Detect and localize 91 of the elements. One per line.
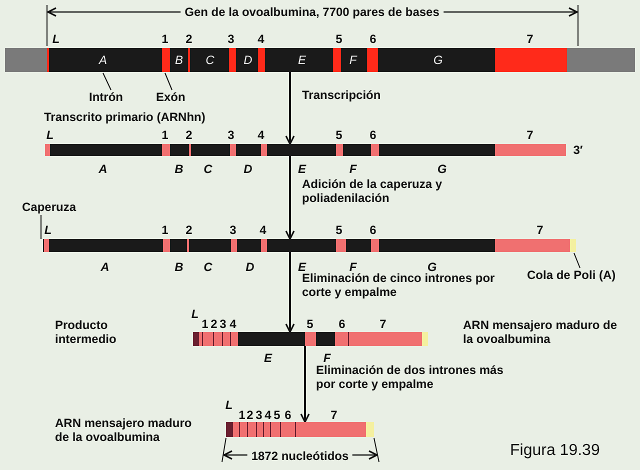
figure-caption: Figura 19.39 [510,442,600,460]
intron-letter: F [349,162,357,176]
exon-number: 3 [228,128,234,142]
leader-label: L [191,307,199,321]
exon-number: 7 [330,408,338,422]
dimension-label: Gen de la ovoalbumina, 7700 pares de bases [180,5,444,19]
gene-bar [5,48,635,72]
rna-bar [43,239,576,252]
exon-number: 1 [162,223,168,237]
exon-number: 7 [380,317,386,331]
exon-number: 4 [264,408,272,422]
intron-letter: E [264,351,272,365]
intron-letter: B [175,53,183,67]
exon-number: 2 [186,128,192,142]
exon-number: 5 [336,32,342,46]
rna-bar [193,332,428,346]
intron-letter: D [244,162,252,176]
term-label: Caperuza [22,200,76,214]
exon-number: 4 [258,32,264,46]
arrow [285,72,295,145]
exon-number: 3 [220,317,226,331]
stage-caption: Transcrito primario (ARNhn) [44,110,206,124]
intron-letter: E [298,260,306,274]
leader-line [574,252,580,268]
edge-label: Transcripción [302,88,382,102]
intron-letter: E [298,53,306,67]
exon-number: 3 [228,32,234,46]
arrow [300,346,310,423]
exon-number: 7 [536,223,544,237]
edge-label: Adición de la caperuza y poliadenilación [302,177,444,205]
term-label: Intrón [89,90,123,104]
stage-caption: ARN mensajero maduro de la ovoalbumina [463,318,618,346]
exon-number: 3 [230,223,236,237]
exon-number: 5 [274,408,280,422]
leader-label: L [52,32,60,46]
exon-number: 2 [186,223,192,237]
leader-label: L [225,398,233,412]
exon-number: 5 [336,128,342,142]
arrow [285,252,295,333]
leader-line [40,214,42,240]
exon-number: 2 [210,317,218,331]
intron-letter: A [98,162,108,176]
exon-number: 2 [186,32,192,46]
intron-letter: G [433,53,443,67]
exon-number: 7 [526,128,534,142]
exon-number: 1 [162,128,168,142]
exon-number: 3 [256,408,262,422]
exon-number: 4 [230,317,236,331]
intron-letter: F [349,53,357,67]
edge-label: Eliminación de dos intrones más por corte y empalme [316,363,504,391]
stage-caption: Producto intermedio [55,318,118,346]
exon-number: 7 [526,32,534,46]
dimension-label: 1872 nucleótidos [247,449,353,463]
intron-letter: D [246,260,254,274]
exon-number: 4 [258,128,264,142]
leader-line [164,72,172,90]
arrow [285,156,295,240]
intron-letter: E [298,162,306,176]
exon-number: 1 [238,408,246,422]
leader-label: L [44,223,52,237]
exon-number: 6 [370,32,376,46]
intron-letter: F [323,351,331,365]
end-label: 3′ [573,143,583,157]
intron-letter: D [244,53,252,67]
intron-letter: F [349,260,357,274]
intron-letter: A [100,260,110,274]
intron-letter: C [204,260,212,274]
intron-letter: B [174,162,184,176]
exon-number: 6 [370,223,376,237]
exon-number: 6 [338,317,346,331]
exon-number: 6 [370,128,376,142]
edge-label: Eliminación de cinco intrones por corte y empalme [302,271,496,299]
exon-number: 5 [306,317,314,331]
rna-bar [45,144,566,156]
exon-number: 4 [260,223,266,237]
exon-number: 5 [336,223,342,237]
intron-letter: G [437,162,447,176]
exon-number: 1 [162,32,168,46]
exon-number: 6 [284,408,292,422]
term-label: Cola de Poli (A) [527,268,616,282]
intron-letter: G [427,260,437,274]
stage-caption: ARN mensajero maduro de la ovoalbumina [55,416,193,444]
intron-letter: C [206,53,214,67]
exon-number: 2 [246,408,254,422]
exon-number: 1 [202,317,208,331]
leader-line [102,72,112,90]
intron-letter: A [99,53,107,67]
term-label: Exón [156,90,186,104]
intron-letter: B [174,260,184,274]
intron-letter: C [204,162,212,176]
leader-label: L [46,128,54,142]
